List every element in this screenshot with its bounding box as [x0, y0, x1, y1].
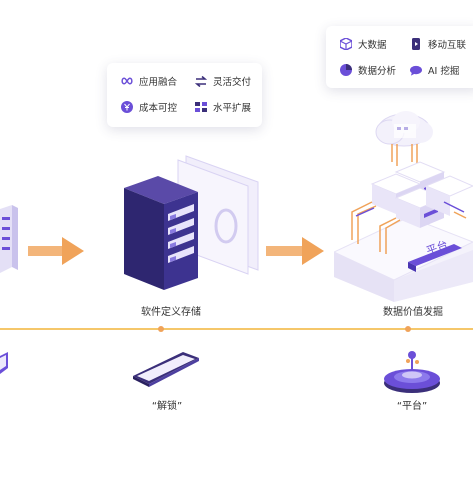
pie-chart-icon [340, 64, 352, 76]
feature-label: 大数据 [358, 40, 387, 51]
feature-item: 数据分析 [340, 63, 396, 77]
feature-item: 成本可控 [121, 100, 177, 114]
value-stage-label: 数据价值发掘 [383, 307, 443, 318]
cloud-icon [375, 111, 433, 147]
platform-disc-icon [380, 345, 444, 399]
cube-icon [340, 38, 352, 50]
timeline-dot [405, 326, 411, 332]
feature-item: 灵活交付 [195, 74, 251, 88]
arrow-right-icon [28, 237, 84, 269]
feature-label: 灵活交付 [213, 77, 252, 88]
feature-item: 大数据 [340, 37, 387, 51]
infinity-icon [121, 75, 133, 87]
timeline-line [0, 328, 473, 330]
feature-card-value: 大数据 移动互联 数据分析 AI 挖掘 [326, 26, 473, 88]
feature-item: AI 挖掘 [410, 63, 459, 77]
feature-item: 移动互联 [410, 37, 466, 51]
yen-icon [121, 101, 133, 113]
phone-unlock-icon [131, 348, 201, 392]
feature-label: 水平扩展 [213, 103, 252, 114]
feature-item: 水平扩展 [195, 100, 251, 114]
feature-label: 成本可控 [139, 103, 178, 114]
feature-label: 应用融合 [139, 77, 178, 88]
arrow-right-icon [266, 237, 324, 269]
mobile-icon [410, 38, 422, 50]
unlock-label: “解锁” [151, 401, 183, 412]
platform-illustration: 平台 [332, 102, 473, 306]
storage-server-illustration [118, 148, 268, 302]
chat-icon [410, 64, 422, 76]
scale-icon [195, 101, 207, 113]
feature-label: 移动互联 [428, 40, 467, 51]
feature-card-storage: 应用融合 灵活交付 成本可控 水平扩展 [107, 63, 262, 127]
left-device-partial [0, 352, 10, 378]
feature-label: AI 挖掘 [428, 66, 460, 77]
left-server-partial [0, 205, 18, 273]
platform-label: “平台” [396, 401, 428, 412]
exchange-icon [195, 75, 207, 87]
feature-label: 数据分析 [358, 66, 397, 77]
feature-item: 应用融合 [121, 74, 177, 88]
storage-stage-label: 软件定义存储 [141, 307, 201, 318]
timeline-dot [158, 326, 164, 332]
